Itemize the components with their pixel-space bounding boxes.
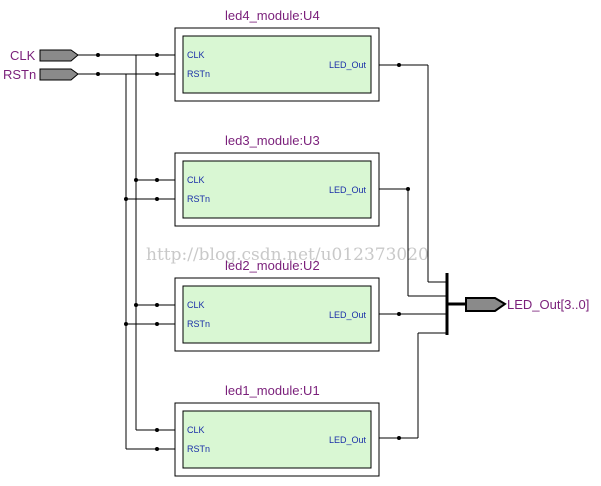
input-label-rstn: RSTn — [3, 67, 36, 82]
module-u4-port-clk: CLK — [187, 50, 205, 60]
module-u4-title: led4_module:U4 — [225, 8, 320, 23]
input-pin-clk[interactable]: CLK — [10, 48, 79, 63]
module-u4[interactable]: led4_module:U4 CLK RSTn LED_Out — [174, 8, 380, 102]
output-wires — [379, 63, 466, 440]
module-u3-port-clk: CLK — [187, 175, 205, 185]
module-u3-port-led-out: LED_Out — [329, 185, 367, 195]
module-u1-port-rstn: RSTn — [187, 444, 210, 454]
output-pin-led-out[interactable]: LED_Out[3..0] — [465, 297, 589, 312]
module-u2-port-clk: CLK — [187, 300, 205, 310]
module-u2-port-rstn: RSTn — [187, 319, 210, 329]
module-u2-title: led2_module:U2 — [225, 258, 320, 273]
module-u1-title: led1_module:U1 — [225, 383, 320, 398]
module-u1[interactable]: led1_module:U1 CLK RSTn LED_Out — [174, 383, 380, 477]
watermark-text: http://blog.csdn.net/u012373020 — [146, 245, 429, 265]
module-u3-title: led3_module:U3 — [225, 133, 320, 148]
module-u2-port-led-out: LED_Out — [329, 310, 367, 320]
input-label-clk: CLK — [10, 48, 36, 63]
module-u4-port-rstn: RSTn — [187, 69, 210, 79]
module-u3[interactable]: led3_module:U3 CLK RSTn LED_Out — [174, 133, 380, 227]
module-u1-port-clk: CLK — [187, 425, 205, 435]
output-label-led-out: LED_Out[3..0] — [507, 297, 589, 312]
input-wires — [78, 53, 175, 451]
module-u3-port-rstn: RSTn — [187, 194, 210, 204]
module-u2[interactable]: led2_module:U2 CLK RSTn LED_Out — [174, 258, 380, 352]
module-u4-port-led-out: LED_Out — [329, 60, 367, 70]
input-pin-rstn[interactable]: RSTn — [3, 67, 79, 82]
module-u1-port-led-out: LED_Out — [329, 435, 367, 445]
